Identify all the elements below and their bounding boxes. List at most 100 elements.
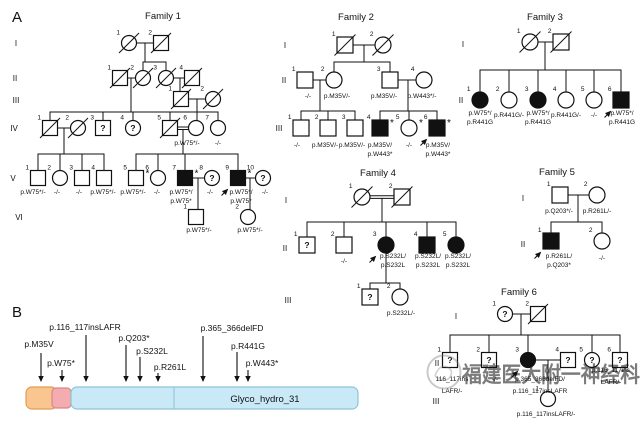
individual-number: 10 bbox=[247, 165, 255, 172]
deceased-slash-icon bbox=[118, 32, 140, 54]
individual-number: 7 bbox=[205, 115, 209, 122]
generation-label: I bbox=[15, 39, 17, 48]
individual-symbol bbox=[346, 119, 364, 137]
mutation-label: p.S232L bbox=[136, 346, 168, 356]
generation-label: III bbox=[285, 296, 292, 305]
individual-symbol bbox=[611, 351, 629, 369]
individual-number: 2 bbox=[525, 301, 529, 308]
genotype-label: -/- bbox=[207, 189, 213, 196]
genotype-label: p.W75*/ bbox=[229, 189, 252, 196]
deceased-slash-icon bbox=[351, 186, 373, 208]
deceased-slash-icon bbox=[39, 117, 61, 139]
individual-number: 4 bbox=[91, 165, 95, 172]
individual-number: 6 bbox=[145, 165, 149, 172]
individual-number: 1 bbox=[437, 347, 441, 354]
genotype-label: p.S232L/ bbox=[380, 253, 406, 260]
tested-asterisk: * bbox=[419, 118, 423, 129]
mutation-label: p.W443* bbox=[246, 358, 279, 368]
individual-symbol bbox=[529, 91, 547, 109]
individual-number: 1 bbox=[183, 204, 187, 211]
individual-number: 1 bbox=[349, 183, 353, 190]
unknown-status-mark: ? bbox=[367, 292, 372, 302]
individual-number: 6 bbox=[608, 86, 612, 93]
individual-number: 2 bbox=[321, 66, 325, 73]
mutation-label: p.R441G bbox=[231, 341, 265, 351]
unknown-status-mark: ? bbox=[209, 173, 214, 183]
individual-symbol bbox=[371, 119, 389, 137]
deceased-slash-icon bbox=[150, 32, 172, 54]
mutation-label: p.Q203* bbox=[118, 333, 150, 343]
individual-symbol bbox=[51, 169, 69, 187]
generation-label: V bbox=[10, 174, 16, 183]
individual-number: 4 bbox=[367, 114, 371, 121]
proband-arrow-icon bbox=[534, 251, 542, 259]
individual-number: 6 bbox=[607, 347, 611, 354]
individual-symbol bbox=[187, 208, 205, 226]
individual-number: 4 bbox=[411, 66, 415, 73]
genotype-label: -/- bbox=[341, 258, 347, 265]
mutation-label: p.W75* bbox=[47, 358, 76, 368]
genotype-label: p.W75*/ bbox=[526, 110, 549, 117]
individual-symbol bbox=[588, 186, 606, 204]
generation-label: III bbox=[276, 124, 283, 133]
individual-number: 3 bbox=[373, 231, 377, 238]
deceased-slash-icon bbox=[181, 67, 203, 89]
individual-number: 1 bbox=[467, 86, 471, 93]
individual-symbol bbox=[203, 169, 221, 187]
genotype-label: p.R441G/- bbox=[494, 112, 524, 119]
individual-number: 2 bbox=[331, 231, 335, 238]
generation-label: II bbox=[283, 244, 287, 253]
individual-symbol bbox=[441, 351, 459, 369]
individual-number: 1 bbox=[492, 301, 496, 308]
generation-label: IV bbox=[10, 124, 18, 133]
unknown-status-mark: ? bbox=[447, 355, 452, 365]
family-title: Family 5 bbox=[539, 167, 575, 178]
mutation-label: p.R261L bbox=[154, 362, 186, 372]
genotype-label: p.R441G bbox=[525, 119, 551, 126]
genotype-label: -/- bbox=[294, 142, 300, 149]
proband-arrow-icon bbox=[420, 138, 428, 146]
individual-symbol bbox=[209, 119, 227, 137]
individual-number: 8 bbox=[199, 165, 203, 172]
generation-label: VI bbox=[15, 213, 23, 222]
deceased-slash-icon bbox=[372, 34, 394, 56]
individual-number: 2 bbox=[496, 86, 500, 93]
individual-number: 1 bbox=[357, 283, 361, 290]
individual-number: 3 bbox=[153, 65, 157, 72]
generation-label: III bbox=[433, 397, 440, 406]
deceased-slash-icon bbox=[155, 67, 177, 89]
individual-symbol bbox=[585, 91, 603, 109]
individual-number: 2 bbox=[65, 115, 69, 122]
individual-number: 1 bbox=[37, 115, 41, 122]
individual-symbol bbox=[94, 119, 112, 137]
genotype-label: -/- bbox=[492, 376, 498, 383]
family-title: Family 4 bbox=[360, 168, 396, 179]
individual-symbol bbox=[239, 208, 257, 226]
genotype-label: p.M35V/- bbox=[339, 142, 365, 149]
individual-number: 2 bbox=[548, 28, 552, 35]
proband-arrow-icon bbox=[221, 188, 229, 196]
individual-number: 2 bbox=[130, 65, 134, 72]
individual-number: 2 bbox=[589, 227, 593, 234]
panel-b-label: B bbox=[12, 304, 22, 321]
unknown-status-mark: ? bbox=[260, 173, 265, 183]
genotype-label: p.R441G bbox=[467, 119, 493, 126]
individual-number: 1 bbox=[547, 181, 551, 188]
unknown-status-mark: ? bbox=[304, 240, 309, 250]
deceased-slash-icon bbox=[132, 67, 154, 89]
individual-number: 4 bbox=[414, 231, 418, 238]
deceased-slash-icon bbox=[334, 34, 356, 56]
individual-symbol bbox=[176, 169, 194, 187]
individual-number: 4 bbox=[553, 86, 557, 93]
protein-domain-segment bbox=[51, 387, 72, 409]
tested-asterisk: * bbox=[195, 169, 199, 180]
genotype-label: p.R261L/ bbox=[546, 253, 573, 260]
genotype-label: p.116_117insLAFR bbox=[513, 388, 568, 395]
deceased-slash-icon bbox=[550, 31, 572, 53]
individual-number: 2 bbox=[584, 181, 588, 188]
proband-arrow-icon bbox=[369, 255, 377, 263]
deceased-slash-icon bbox=[519, 31, 541, 53]
